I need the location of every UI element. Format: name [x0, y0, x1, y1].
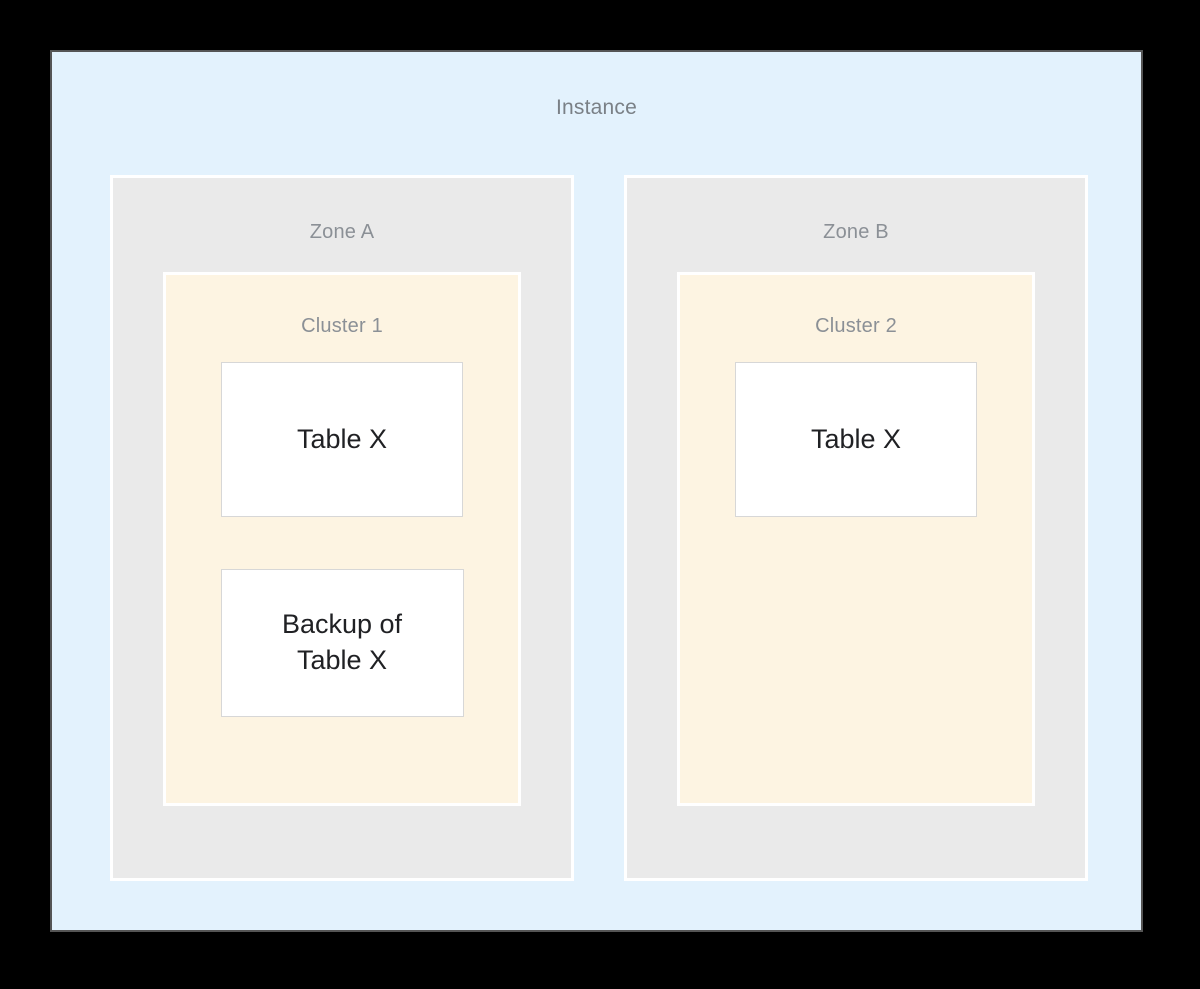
cluster-2-container: Cluster 2 Table X [677, 272, 1035, 806]
table-box-table-x-zone-b: Table X [735, 362, 977, 517]
table-label-line: Table X [296, 645, 388, 675]
instance-label: Instance [556, 96, 637, 119]
cluster-1-label: Cluster 1 [301, 315, 383, 337]
zone-b-container: Zone B Cluster 2 Table X [624, 175, 1088, 881]
table-label-line: Table X [296, 423, 388, 454]
zones-row: Zone A Cluster 1 Table X Backup of Table… [110, 175, 1088, 883]
cluster-1-container: Cluster 1 Table X Backup of Table X [163, 272, 521, 806]
instance-container: Instance Zone A Cluster 1 Table X Backup… [50, 50, 1143, 932]
table-box-backup-of-table-x-zone-a: Backup of Table X [220, 569, 464, 717]
zone-b-label: Zone B [823, 221, 889, 243]
zone-a-label: Zone A [309, 221, 375, 243]
table-box-table-x-zone-a: Table X [221, 362, 463, 517]
zone-a-container: Zone A Cluster 1 Table X Backup of Table… [110, 175, 574, 881]
cluster-2-label: Cluster 2 [815, 315, 897, 337]
table-label-line: Backup of [281, 609, 403, 640]
table-label-line: Table X [810, 423, 902, 454]
